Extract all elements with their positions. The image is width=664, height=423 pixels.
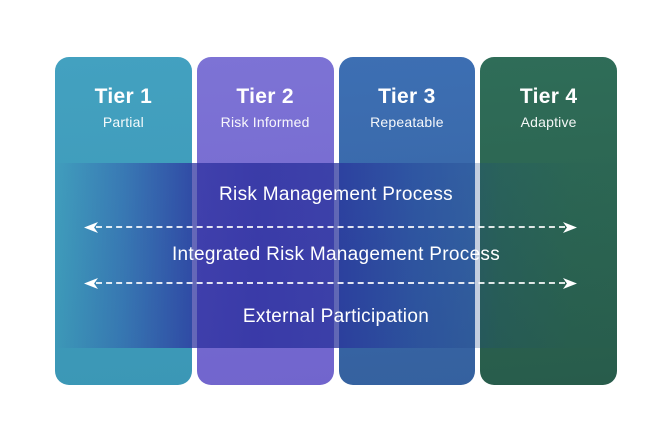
arrow-dashed-line [96, 282, 565, 284]
double-arrow-dashed-icon [84, 278, 577, 290]
tier-3-sublabel: Repeatable [370, 114, 444, 131]
integrated-risk-management-process-label: Integrated Risk Management Process [171, 244, 501, 265]
tier-4-sublabel: Adaptive [520, 114, 577, 131]
tier-4-label: Tier 4 [519, 85, 578, 108]
double-arrow-dashed-icon [84, 222, 577, 234]
arrow-left-head-icon [84, 222, 98, 233]
arrow-right-head-icon [563, 278, 577, 289]
arrow-left-head-icon [84, 278, 98, 289]
tier-2-label: Tier 2 [236, 85, 294, 108]
arrow-right-head-icon [563, 222, 577, 233]
tier-1-sublabel: Partial [102, 114, 144, 131]
arrow-dashed-line [96, 226, 565, 228]
tier-3-label: Tier 3 [378, 85, 436, 108]
risk-management-process-label: Risk Management Process [219, 184, 453, 205]
process-overlay-band: Risk Management Process Integrated Risk … [55, 163, 617, 348]
tier-2-sublabel: Risk Informed [220, 114, 310, 131]
tier-1-label: Tier 1 [94, 85, 153, 108]
external-participation-label: External Participation [242, 306, 430, 327]
